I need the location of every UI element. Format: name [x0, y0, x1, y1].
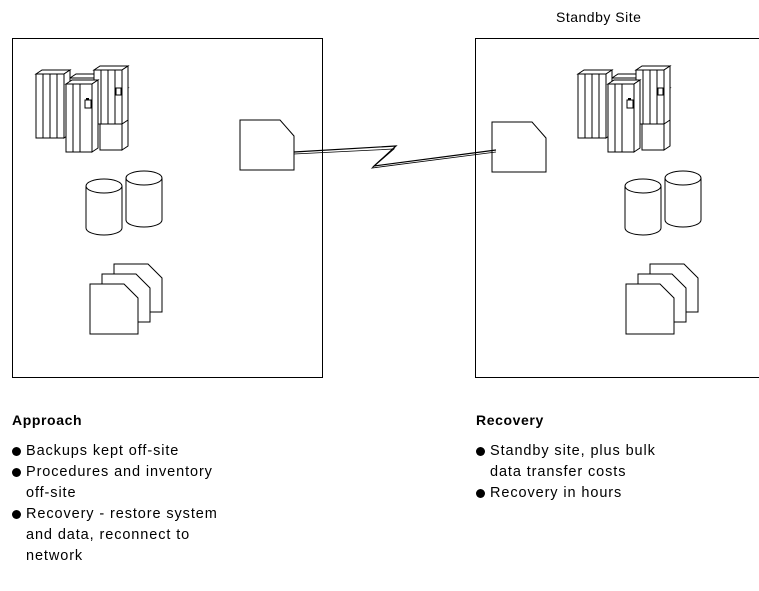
- recovery-heading: Recovery: [476, 412, 544, 428]
- bullet-icon: [12, 447, 21, 456]
- standby-documents-icon: [625, 263, 699, 335]
- backup-tape-icon: [239, 119, 295, 171]
- approach-list: Backups kept off-site Procedures and inv…: [12, 441, 332, 567]
- standby-disk-storage-icon: [624, 170, 702, 236]
- documents-icon: [89, 263, 163, 335]
- standby-backup-tape-icon: [491, 121, 547, 173]
- bullet-icon: [12, 510, 21, 519]
- list-item: Backups kept off-site: [12, 441, 332, 462]
- list-item: Recovery in hours: [476, 483, 756, 504]
- list-item: Standby site, plus bulk data transfer co…: [476, 441, 756, 483]
- bullet-icon: [476, 447, 485, 456]
- bullet-icon: [12, 468, 21, 477]
- list-item: Recovery - restore system and data, reco…: [12, 504, 332, 567]
- disk-storage-icon: [85, 170, 163, 236]
- standby-site-label: Standby Site: [556, 9, 642, 25]
- bullet-icon: [476, 489, 485, 498]
- standby-mainframe-icon: [577, 65, 671, 153]
- recovery-list: Standby site, plus bulk data transfer co…: [476, 441, 756, 504]
- approach-heading: Approach: [12, 412, 83, 428]
- mainframe-icon: [35, 65, 129, 153]
- network-link-icon: [293, 145, 497, 167]
- list-item: Procedures and inventory off-site: [12, 462, 332, 504]
